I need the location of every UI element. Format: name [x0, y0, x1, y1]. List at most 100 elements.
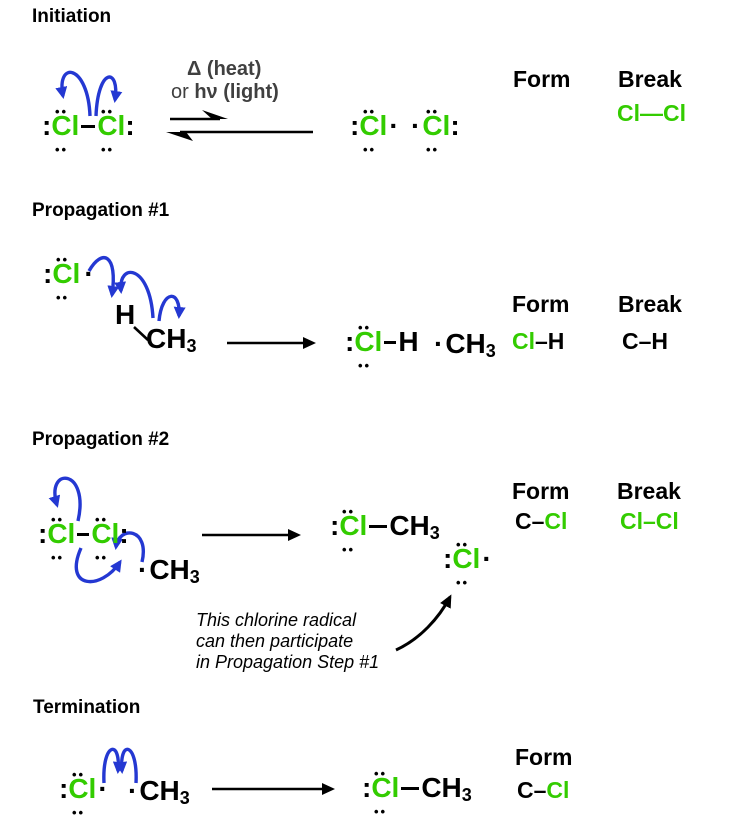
methyl-radical: ·CH3	[138, 554, 200, 588]
conditions-heat-text: Δ (heat)	[187, 58, 262, 80]
lone-pair-colon: :	[330, 510, 340, 541]
lone-pair-icon: ••	[426, 142, 440, 157]
bond-atom: H	[651, 328, 669, 354]
p1-electron-to-carbon-arrow-icon	[157, 294, 186, 322]
bond-dash: –	[638, 328, 652, 354]
ch-group: CH	[149, 554, 190, 585]
lone-pair-icon: ••	[456, 575, 470, 590]
chlorine-radical: •• •• :Cl·	[350, 105, 399, 156]
lone-pair-icon: ••	[363, 104, 377, 119]
conditions-light-text: hν (light)	[194, 81, 279, 103]
form-column-header: Form	[512, 291, 570, 317]
lone-pair-icon: ••	[358, 320, 372, 335]
lone-pair-icon: ••	[95, 550, 109, 565]
chlorine-radical: •• •• ·Cl:	[411, 105, 460, 156]
lone-pair-icon: ••	[358, 358, 372, 373]
chlorine-radical: •• •• :Cl·	[443, 538, 492, 589]
cl-atom: Cl	[359, 110, 388, 141]
annotation-line: in Propagation Step #1	[196, 652, 380, 672]
bond-atom: Cl	[546, 777, 570, 803]
lone-pair-colon: :	[362, 772, 372, 803]
radical-dot-icon: ·	[411, 110, 421, 141]
bond-atom: C	[515, 508, 532, 534]
radical-dot-icon: ·	[482, 543, 492, 574]
bond-dash: –	[643, 508, 656, 534]
bond-atom: H	[547, 328, 565, 354]
lone-pair-icon: ••	[55, 104, 69, 119]
bond-dash: –	[533, 777, 547, 803]
subscript: 3	[189, 567, 200, 587]
bond-atom: Cl	[617, 100, 640, 126]
form-column-header: Form	[513, 66, 571, 92]
methyl-radical: ·CH3	[434, 328, 496, 362]
radical-dot-icon: ·	[84, 258, 94, 289]
lone-pair-colon: :	[345, 326, 355, 357]
bond-atom: C	[622, 328, 639, 354]
form-value-ccl: C–Cl	[517, 777, 569, 804]
equilibrium-reverse-head-icon	[166, 132, 193, 141]
cl-c-bond	[369, 525, 388, 528]
bond-dash: –	[535, 328, 548, 354]
cl-atom: Cl	[47, 518, 76, 549]
radical-dot-icon: ·	[389, 110, 399, 141]
lone-pair-icon: ••	[55, 142, 69, 157]
lone-pair-colon: :	[42, 110, 52, 141]
section-heading-initiation: Initiation	[32, 6, 112, 27]
ch-group: CH	[445, 328, 486, 359]
lone-pair-icon: ••	[374, 766, 388, 781]
radical-dot-icon: ·	[98, 773, 108, 804]
cl-cl-bond	[77, 533, 90, 536]
cl-atom: Cl	[339, 510, 368, 541]
section-heading-propagation-2: Propagation #2	[32, 429, 170, 450]
cl-atom: Cl	[354, 326, 383, 357]
lone-pair-icon: ••	[374, 804, 388, 819]
bond-atom: C	[517, 777, 534, 803]
section-heading-termination: Termination	[33, 697, 141, 718]
cl-atom: Cl	[52, 258, 81, 289]
chlorine-radical: •• •• :Cl·	[59, 768, 108, 819]
break-value-clcl: Cl–Cl	[620, 508, 679, 535]
methane-hydrogen: H	[115, 301, 135, 329]
lone-pair-colon: :	[350, 110, 360, 141]
lone-pair-icon: ••	[342, 542, 356, 557]
ch-group: CH	[139, 775, 180, 806]
break-column-header: Break	[618, 66, 682, 92]
annotation-line: This chlorine radical	[196, 610, 357, 630]
radical-dot-icon: ·	[138, 554, 148, 585]
conditions-heat: Δ (heat)	[187, 58, 261, 81]
cl-atom: Cl	[371, 772, 400, 803]
methane-ch3: CH3	[146, 323, 197, 357]
form-value-clh: Cl–H	[512, 328, 564, 355]
bond-atom: Cl	[512, 328, 535, 354]
form-column-header: Form	[512, 478, 570, 504]
section-heading-propagation-1: Propagation #1	[32, 200, 170, 221]
lone-pair-colon: :	[59, 773, 69, 804]
bond-atom: Cl	[663, 100, 686, 126]
lone-pair-icon: ••	[363, 142, 377, 157]
bond-dash: —	[640, 100, 663, 126]
cl-atom: Cl	[422, 110, 451, 141]
subscript: 3	[186, 336, 197, 356]
ch-group: CH	[146, 323, 187, 354]
cl-atom: Cl	[68, 773, 97, 804]
cl-atom: Cl	[97, 110, 126, 141]
lone-pair-icon: ••	[51, 550, 65, 565]
lone-pair-colon: :	[43, 258, 53, 289]
lone-pair-icon: ••	[72, 767, 86, 782]
lone-pair-icon: ••	[56, 290, 70, 305]
break-value-ch: C–H	[622, 328, 668, 355]
chlorine-radical: •• •• :Cl·	[43, 253, 94, 304]
subscript: 3	[429, 523, 440, 543]
radical-dot-icon: ·	[128, 775, 138, 806]
cl-atom: Cl	[51, 110, 80, 141]
form-column-header: Form	[515, 744, 573, 770]
lone-pair-icon: ••	[456, 537, 470, 552]
methyl-radical: ·CH3	[128, 775, 190, 809]
radical-dot-icon: ·	[434, 328, 444, 359]
equilibrium-forward-head-icon	[202, 110, 228, 119]
conditions-or-text: or	[171, 81, 195, 103]
subscript: 3	[461, 785, 472, 805]
